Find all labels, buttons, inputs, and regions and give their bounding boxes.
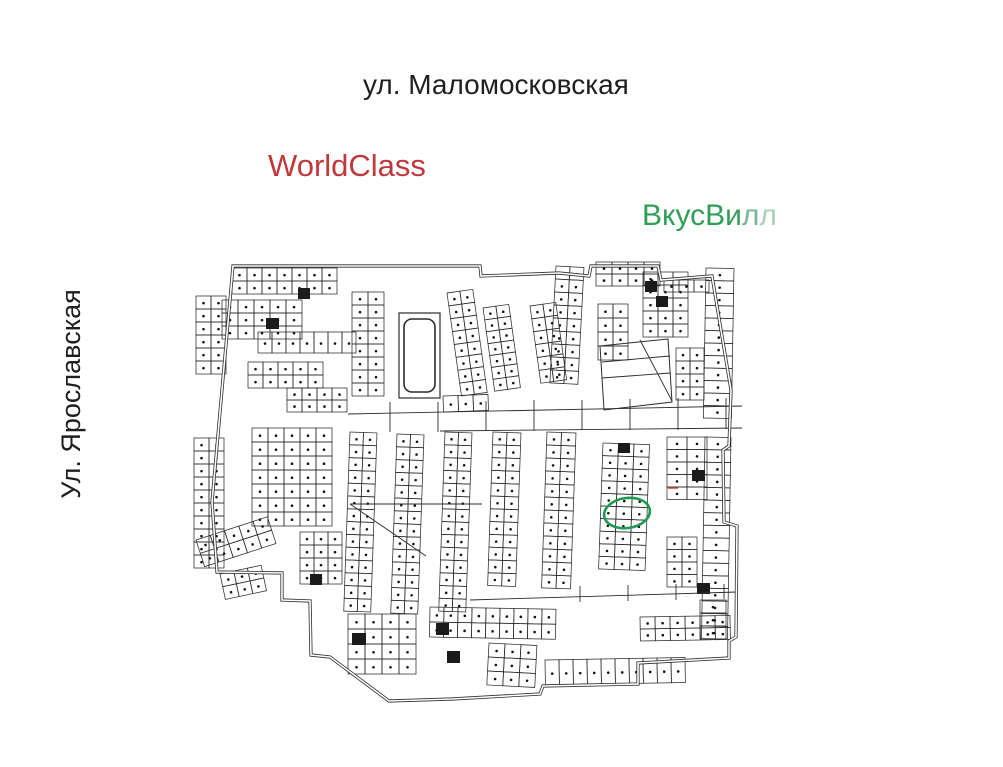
stall-grid <box>639 615 731 642</box>
vkusvill-label-fade1: л <box>741 199 760 232</box>
stall-grid <box>351 291 385 397</box>
stall-grid <box>231 267 338 295</box>
stall-grid <box>541 431 577 590</box>
vkusvill-label-fade2: л <box>759 199 777 232</box>
parking-stalls <box>193 261 735 688</box>
stall-grid <box>598 442 650 571</box>
ramp <box>398 312 441 399</box>
corridor-lines <box>347 339 743 602</box>
vkusvill-label: ВкусВилл <box>642 199 777 232</box>
stall-grid <box>549 265 585 385</box>
stall-grid <box>390 433 425 615</box>
stall-grid <box>487 431 522 587</box>
stall-grid <box>544 657 686 686</box>
stall-grid <box>257 331 357 354</box>
stall-grid <box>486 642 538 688</box>
stall-grid <box>251 427 333 527</box>
stall-grid <box>675 347 705 401</box>
stall-grid <box>482 303 521 392</box>
vkusvill-label-main: ВкусВи <box>642 199 742 232</box>
street-label-top: ул. Маломосковская <box>363 69 629 100</box>
stall-grid <box>699 599 727 640</box>
stall-grid <box>446 288 488 397</box>
stall-grid <box>195 516 277 568</box>
stall-grid <box>286 387 348 413</box>
stall-grid <box>195 295 227 375</box>
highlight-ellipse <box>602 496 652 530</box>
stall-grid <box>701 436 732 640</box>
worldclass-label: WorldClass <box>268 148 426 183</box>
stall-grid <box>597 303 629 361</box>
stall-grid <box>666 436 708 500</box>
stall-grid <box>429 606 557 640</box>
stall-grid <box>343 431 378 613</box>
boundary-wall-inner <box>211 265 738 702</box>
stall-grid <box>529 301 568 384</box>
stall-grid <box>221 299 303 340</box>
dark-cells <box>266 281 710 663</box>
stall-grid <box>663 279 710 293</box>
stall-grid <box>666 536 698 588</box>
stall-grid <box>247 361 324 389</box>
stall-grid <box>438 431 473 613</box>
stall-grid <box>219 564 267 600</box>
stall-grid <box>442 394 489 413</box>
ramp-room <box>599 338 673 411</box>
